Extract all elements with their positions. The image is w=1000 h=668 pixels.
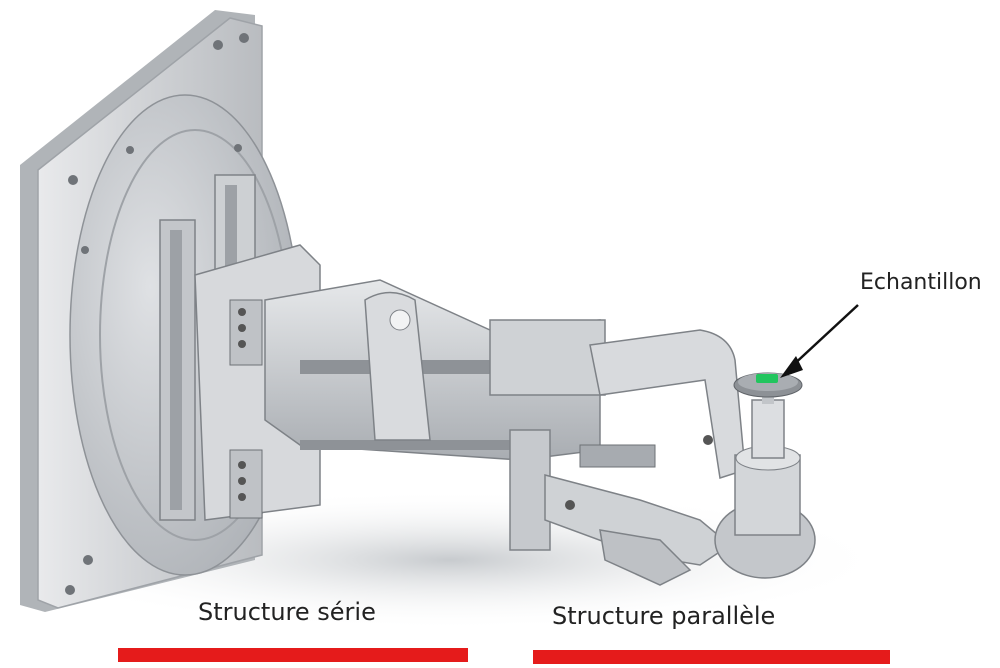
sample-marker	[756, 374, 778, 383]
serial-structure-label: Structure série	[198, 598, 376, 626]
sample-holder	[714, 372, 816, 579]
serial-structure-underline	[118, 648, 468, 662]
arrow-pointer-icon	[780, 304, 859, 378]
parallel-structure-label: Structure parallèle	[552, 602, 776, 630]
parallel-structure-underline	[533, 650, 890, 664]
parallel-linkage	[544, 329, 746, 586]
serial-arm	[264, 279, 656, 551]
sample-label: Echantillon	[860, 270, 982, 295]
